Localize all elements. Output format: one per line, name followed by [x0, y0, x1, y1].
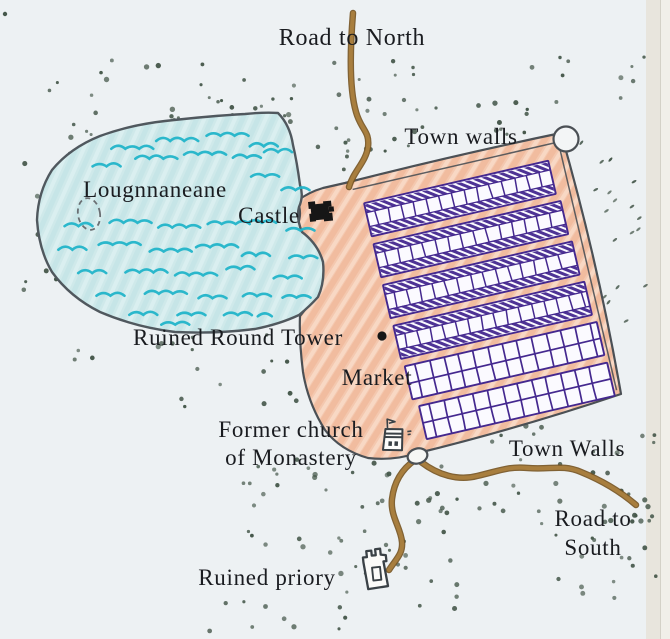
wall-corner-tower-icon — [552, 125, 580, 153]
dashed-island-icon — [76, 197, 102, 231]
road-to-north-path — [345, 9, 372, 191]
label-market: Market — [341, 365, 413, 390]
monastery-church-icon — [381, 418, 412, 452]
label-former-church-of-monastery: Former church of Monastery — [218, 417, 364, 470]
label-ruined-round-tower: Ruined Round Tower — [133, 325, 343, 350]
label-lougnnaneane: Lougnnaneane — [83, 177, 227, 202]
label-castle: Castle — [238, 203, 300, 228]
label-town-walls-bottom: Town Walls — [508, 436, 626, 461]
label-road-to-north: Road to North — [278, 25, 426, 51]
lake-wave-marks — [57, 131, 319, 327]
lake-lougnnaneane — [35, 111, 325, 334]
road-to-priory-path — [385, 456, 419, 574]
roads — [345, 9, 640, 574]
round-tower-dot-icon — [377, 331, 387, 341]
label-ruined-priory: Ruined priory — [198, 565, 336, 590]
castle-icon — [308, 200, 335, 222]
label-road-to-south: Road to South — [554, 506, 632, 560]
priory-icon — [361, 547, 390, 591]
wall-gate-icon — [406, 447, 429, 465]
road-to-south-path — [417, 458, 640, 509]
label-town-walls-top: Town walls — [404, 124, 518, 149]
burgage-plots — [352, 141, 618, 440]
scan-paper-edge — [646, 0, 670, 639]
